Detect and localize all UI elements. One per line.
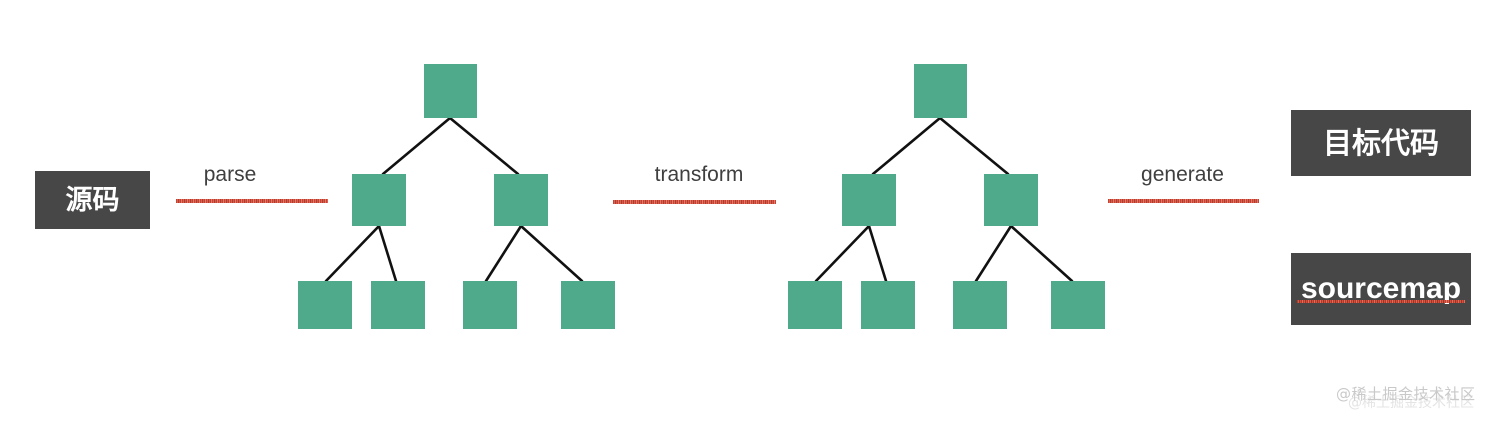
transform-step-label: transform	[654, 163, 744, 186]
tree-node-root	[424, 64, 477, 118]
tree-edge	[519, 224, 584, 283]
target-code-label: 目标代码	[1322, 125, 1439, 160]
sourcemap-chip: sourcemap	[1291, 253, 1471, 325]
ast-edges	[324, 116, 584, 283]
tree-edge	[974, 224, 1013, 283]
tree-edge	[324, 224, 381, 283]
tree-node-leaf-4	[561, 281, 615, 329]
parse-step-label: parse	[203, 163, 257, 186]
tree-node-leaf-3	[463, 281, 517, 329]
sourcemap-label: sourcemap	[1300, 272, 1462, 305]
tree-edge	[814, 224, 871, 283]
tree-node-root	[914, 64, 967, 118]
source-code-chip: 源码	[35, 171, 150, 229]
tree-edge	[448, 116, 520, 176]
watermark-shadow: @稀土掘金技术社区	[1348, 395, 1474, 411]
tree-edge	[867, 224, 888, 283]
tree-edge	[381, 116, 452, 176]
tree-edge	[871, 116, 942, 176]
tree-node-leaf-3	[953, 281, 1007, 329]
generate-step-label: generate	[1141, 163, 1224, 186]
tree-node-mid-left	[842, 174, 896, 226]
tree-edge	[484, 224, 523, 283]
tree-edge	[938, 116, 1010, 176]
tree-node-leaf-1	[298, 281, 352, 329]
tree-node-mid-right	[494, 174, 548, 226]
tree-node-leaf-1	[788, 281, 842, 329]
tree-node-mid-right	[984, 174, 1038, 226]
target-code-chip: 目标代码	[1291, 110, 1471, 176]
new-ast-edges	[814, 116, 1074, 283]
sourcemap-underline	[1296, 300, 1466, 303]
tree-node-leaf-2	[861, 281, 915, 329]
new-ast-tree	[770, 0, 1190, 422]
transform-connector-line	[613, 200, 776, 204]
tree-node-leaf-2	[371, 281, 425, 329]
watermark: @稀土掘金技术社区	[1336, 385, 1476, 403]
parse-connector-line	[176, 199, 328, 203]
tree-node-mid-left	[352, 174, 406, 226]
tree-node-leaf-4	[1051, 281, 1105, 329]
tree-edge	[377, 224, 398, 283]
tree-edge	[1009, 224, 1074, 283]
generate-connector-line	[1108, 199, 1259, 203]
source-code-label: 源码	[65, 184, 120, 216]
ast-tree	[280, 0, 700, 422]
